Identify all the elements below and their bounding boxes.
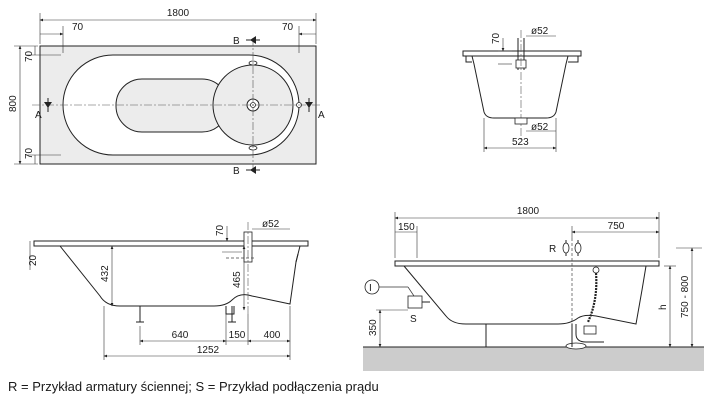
install-dim-h: h [658, 304, 669, 310]
top-view: 1800 70 70 800 70 70 A A B B [8, 8, 325, 177]
installation-view: R S I 1800 150 750 3 [363, 206, 704, 371]
section-b-top: B [233, 36, 240, 47]
side-dim-400: 400 [264, 330, 281, 341]
section-a-right: A [318, 110, 325, 121]
label-s: S [410, 314, 417, 325]
side-dim-640: 640 [172, 330, 189, 341]
side-dim-150: 150 [229, 330, 246, 341]
backrest-recess [115, 78, 229, 133]
section-b-bottom: B [233, 166, 240, 177]
install-dim-350: 350 [368, 319, 379, 336]
section-a-left: A [35, 110, 42, 121]
side-dim-1252: 1252 [197, 345, 220, 356]
label-r: R [549, 244, 556, 255]
end-dim-top: 70 [491, 32, 502, 44]
legend-caption: R = Przykład armatury ściennej; S = Przy… [8, 379, 379, 394]
install-dim-750: 750 [608, 221, 625, 232]
side-dim-inner: 465 [232, 271, 243, 288]
dim-length: 1800 [167, 8, 190, 19]
dim-offset-top: 70 [24, 50, 35, 62]
dim-width: 800 [8, 95, 19, 112]
end-dim-bottom: 523 [512, 137, 529, 148]
end-dim-tap: ø52 [531, 26, 549, 37]
end-dim-drain: ø52 [531, 122, 549, 133]
floor [363, 347, 704, 371]
dim-offset-bottom: 70 [24, 147, 35, 159]
install-dim-length: 1800 [517, 206, 540, 217]
label-i: I [369, 283, 372, 294]
dim-offset-left: 70 [72, 22, 84, 33]
install-dim-range: 750 - 800 [680, 275, 691, 318]
side-dim-top: 70 [215, 224, 226, 236]
side-dim-rim: 20 [28, 254, 39, 266]
side-dim-depth: 432 [100, 265, 111, 282]
install-dim-150: 150 [398, 222, 415, 233]
dim-offset-right: 70 [282, 22, 294, 33]
end-view: 70 ø52 ø52 523 [462, 26, 582, 152]
side-dim-tap: ø52 [262, 219, 280, 230]
side-view: 20 432 70 ø52 465 640 150 400 1252 [28, 219, 309, 360]
